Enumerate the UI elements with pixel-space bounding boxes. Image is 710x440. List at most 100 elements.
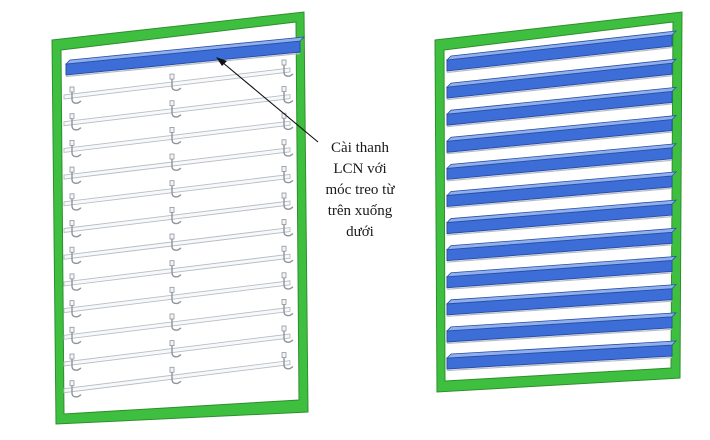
hook-clip	[281, 219, 287, 226]
slat-top	[445, 199, 678, 224]
louver-slat	[445, 143, 678, 182]
hook-bracket	[71, 380, 82, 398]
slat-top	[445, 312, 678, 332]
louver-slat	[445, 30, 678, 74]
hook-clip	[69, 113, 75, 120]
slat-rail	[446, 328, 673, 345]
hook-clip	[69, 166, 75, 173]
hook-bracket	[283, 326, 294, 343]
louver-slat	[445, 284, 678, 317]
slat-rail	[446, 159, 673, 182]
installation-note-line: móc treo từ	[325, 182, 395, 198]
hook-clip	[169, 73, 175, 80]
hook-bracket	[71, 220, 82, 238]
hook-clip	[281, 245, 287, 252]
louver-slat	[445, 227, 678, 263]
hook-bracket	[71, 300, 82, 318]
left-panel-slats	[64, 36, 306, 78]
hook-bracket	[171, 287, 182, 305]
hook-clip	[281, 272, 287, 279]
empty-rail	[63, 67, 291, 100]
slat-top	[445, 255, 678, 278]
hook-bracket	[283, 352, 294, 370]
hook-bracket	[283, 193, 294, 210]
leader-line	[221, 61, 319, 143]
hook-clip	[69, 380, 75, 387]
slat-rail	[446, 215, 673, 236]
installation-note-line: dưới	[346, 224, 374, 240]
annotation-leader-arrow	[216, 57, 319, 143]
leader-arrowhead	[216, 57, 227, 66]
slat-rail	[446, 244, 673, 263]
hook-bracket	[283, 299, 294, 317]
louver-slat	[445, 86, 678, 128]
slat-rail	[446, 75, 673, 101]
hook-clip	[169, 100, 175, 107]
empty-rail	[63, 333, 291, 367]
slat-top	[445, 86, 678, 115]
hook-clip	[281, 352, 287, 359]
right-panel-full-install	[434, 11, 683, 393]
hook-clip	[69, 246, 75, 253]
hook-bracket	[171, 100, 182, 118]
hook-bracket	[71, 113, 82, 131]
installation-note: Cài thanh LCN với móc treo từ trên xuống…	[300, 138, 420, 243]
hook-clip	[281, 192, 287, 199]
slat-rail	[446, 356, 673, 372]
slat-top	[445, 227, 678, 251]
louver-slat	[445, 58, 678, 101]
hook-clip	[69, 86, 75, 93]
slat-top	[445, 171, 678, 196]
hook-clip	[281, 86, 287, 92]
louver-slat	[445, 312, 678, 345]
hook-clip	[69, 220, 75, 226]
slat-rail	[446, 187, 673, 209]
louver-slat	[445, 199, 678, 236]
hook-clip	[169, 127, 175, 133]
empty-rail	[63, 120, 291, 153]
hook-clip	[281, 325, 287, 332]
hook-bracket	[171, 127, 182, 145]
empty-rail	[63, 94, 291, 127]
slat-top	[445, 115, 678, 142]
hook-bracket	[71, 247, 82, 265]
hook-clip	[69, 326, 75, 333]
hook-clip	[281, 59, 287, 66]
slat-top	[445, 284, 678, 305]
hook-clip	[169, 153, 175, 160]
slat-top	[445, 30, 678, 61]
slat-top	[445, 340, 678, 359]
empty-rail	[63, 200, 291, 234]
empty-rail	[63, 306, 291, 340]
hook-bracket	[71, 167, 82, 184]
hook-clip	[169, 286, 175, 293]
installation-note-line: trên xuống	[327, 203, 393, 219]
hook-bracket	[283, 113, 294, 131]
empty-rail	[63, 280, 291, 314]
hook-bracket	[71, 193, 82, 211]
hook-clip	[169, 340, 175, 347]
empty-rail	[63, 173, 291, 207]
hook-clip	[169, 233, 175, 240]
hook-bracket	[171, 367, 182, 385]
hook-clip	[169, 180, 175, 187]
hook-clip	[281, 139, 287, 146]
louver-slat	[64, 36, 306, 78]
installation-note-line: Cài thanh	[331, 140, 389, 156]
slat-rail	[446, 46, 673, 74]
empty-rail	[63, 227, 291, 260]
hook-bracket	[283, 272, 294, 290]
hook-clip	[169, 313, 175, 320]
hook-bracket	[71, 354, 82, 371]
slat-rail	[446, 103, 673, 128]
right-panel-slats	[445, 30, 678, 372]
empty-rail	[63, 147, 291, 180]
hook-bracket	[171, 74, 182, 91]
slat-rail	[446, 272, 673, 290]
hook-bracket	[71, 273, 82, 291]
hook-clip	[281, 298, 287, 305]
louver-slat	[445, 171, 678, 209]
hook-clip	[69, 193, 75, 200]
hook-bracket	[283, 60, 294, 77]
